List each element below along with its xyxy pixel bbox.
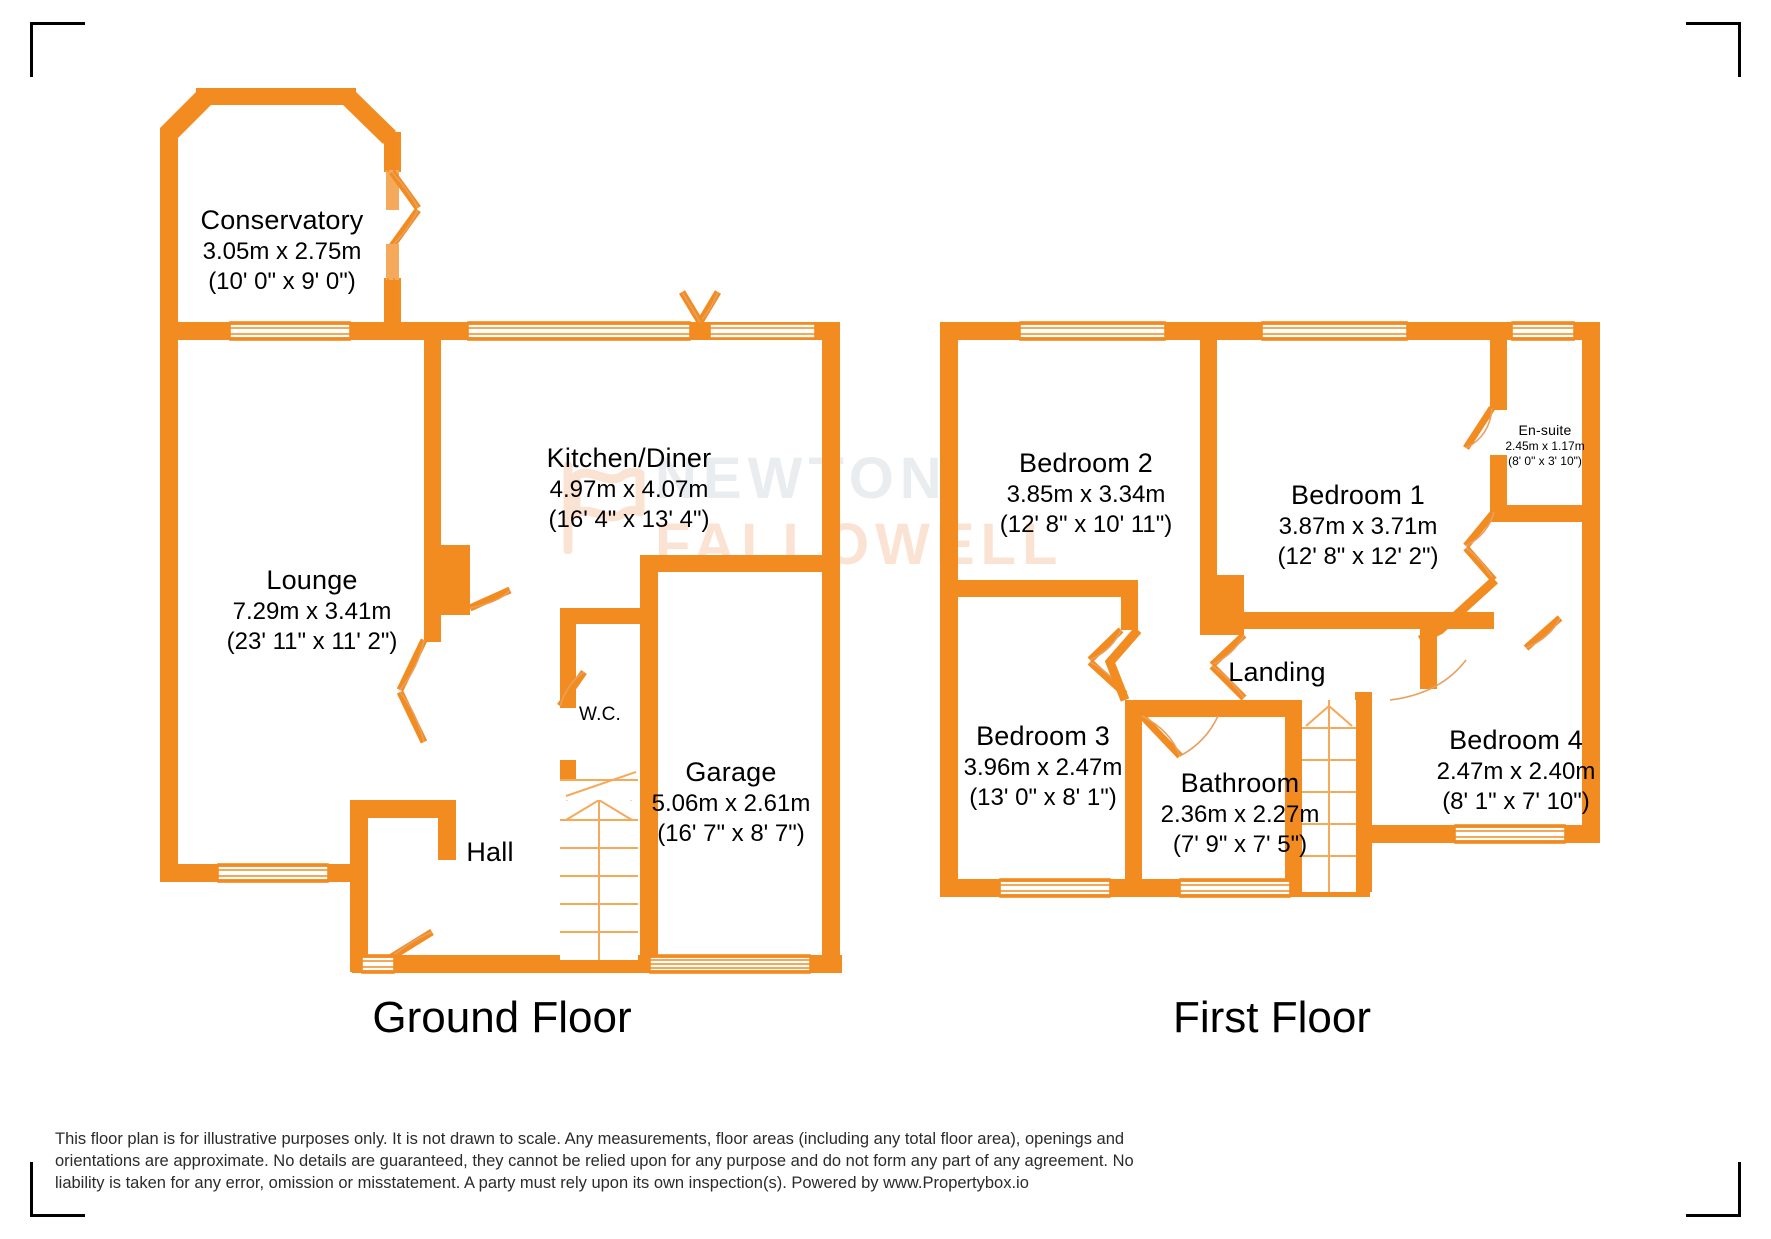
crop-mark-bottom-left-icon: [30, 1162, 85, 1217]
room-label-lounge: Lounge 7.29m x 3.41m (23' 11" x 11' 2"): [226, 565, 398, 655]
first-floor-doors: [1087, 406, 1563, 759]
landing-walls: [1104, 576, 1499, 702]
room-label-bedroom-1: Bedroom 1 3.87m x 3.71m (12' 8" x 12' 2"…: [1277, 480, 1439, 570]
room-label-bathroom: Bathroom 2.36m x 2.27m (7' 9" x 7' 5"): [1160, 768, 1320, 858]
crop-mark-top-left-icon: [30, 22, 85, 77]
room-label-en-suite: En-suite 2.45m x 1.17m (8' 0" x 3' 10"): [1505, 422, 1585, 468]
conservatory-walls: [160, 88, 421, 330]
ground-floor-windows: [217, 321, 816, 974]
room-label-kitchen-diner: Kitchen/Diner 4.97m x 4.07m (16' 4" x 13…: [546, 443, 712, 533]
room-label-wc: W.C.: [579, 704, 621, 725]
room-label-bedroom-3: Bedroom 3 3.96m x 2.47m (13' 0" x 8' 1"): [963, 721, 1123, 811]
room-label-conservatory: Conservatory 3.05m x 2.75m (10' 0" x 9' …: [200, 205, 364, 295]
floor-title-ground: Ground Floor: [372, 993, 632, 1042]
room-label-landing: Landing: [1228, 657, 1326, 687]
floor-title-first: First Floor: [1173, 993, 1371, 1042]
ground-floor-doors: [388, 586, 587, 961]
room-label-bedroom-4: Bedroom 4 2.47m x 2.40m (8' 1" x 7' 10"): [1436, 725, 1596, 815]
room-label-hall: Hall: [466, 837, 514, 867]
room-label-bedroom-2: Bedroom 2 3.85m x 3.34m (12' 8" x 10' 11…: [999, 448, 1173, 538]
first-floor-windows: [999, 321, 1575, 898]
disclaimer-text: This floor plan is for illustrative purp…: [55, 1130, 1134, 1192]
conservatory-door: [386, 136, 421, 312]
first-floor-internal-walls: [958, 330, 1600, 895]
crop-mark-bottom-right-icon: [1686, 1162, 1741, 1217]
first-floor-staircase: [1302, 700, 1356, 892]
kitchen-french-doors: [678, 290, 722, 324]
room-label-garage: Garage 5.06m x 2.61m (16' 7" x 8' 7"): [651, 757, 811, 847]
ground-floor-staircase: [560, 771, 638, 960]
crop-mark-top-right-icon: [1686, 22, 1741, 77]
first-floor-geometry: [940, 321, 1600, 898]
ground-floor-geometry: [160, 88, 842, 974]
